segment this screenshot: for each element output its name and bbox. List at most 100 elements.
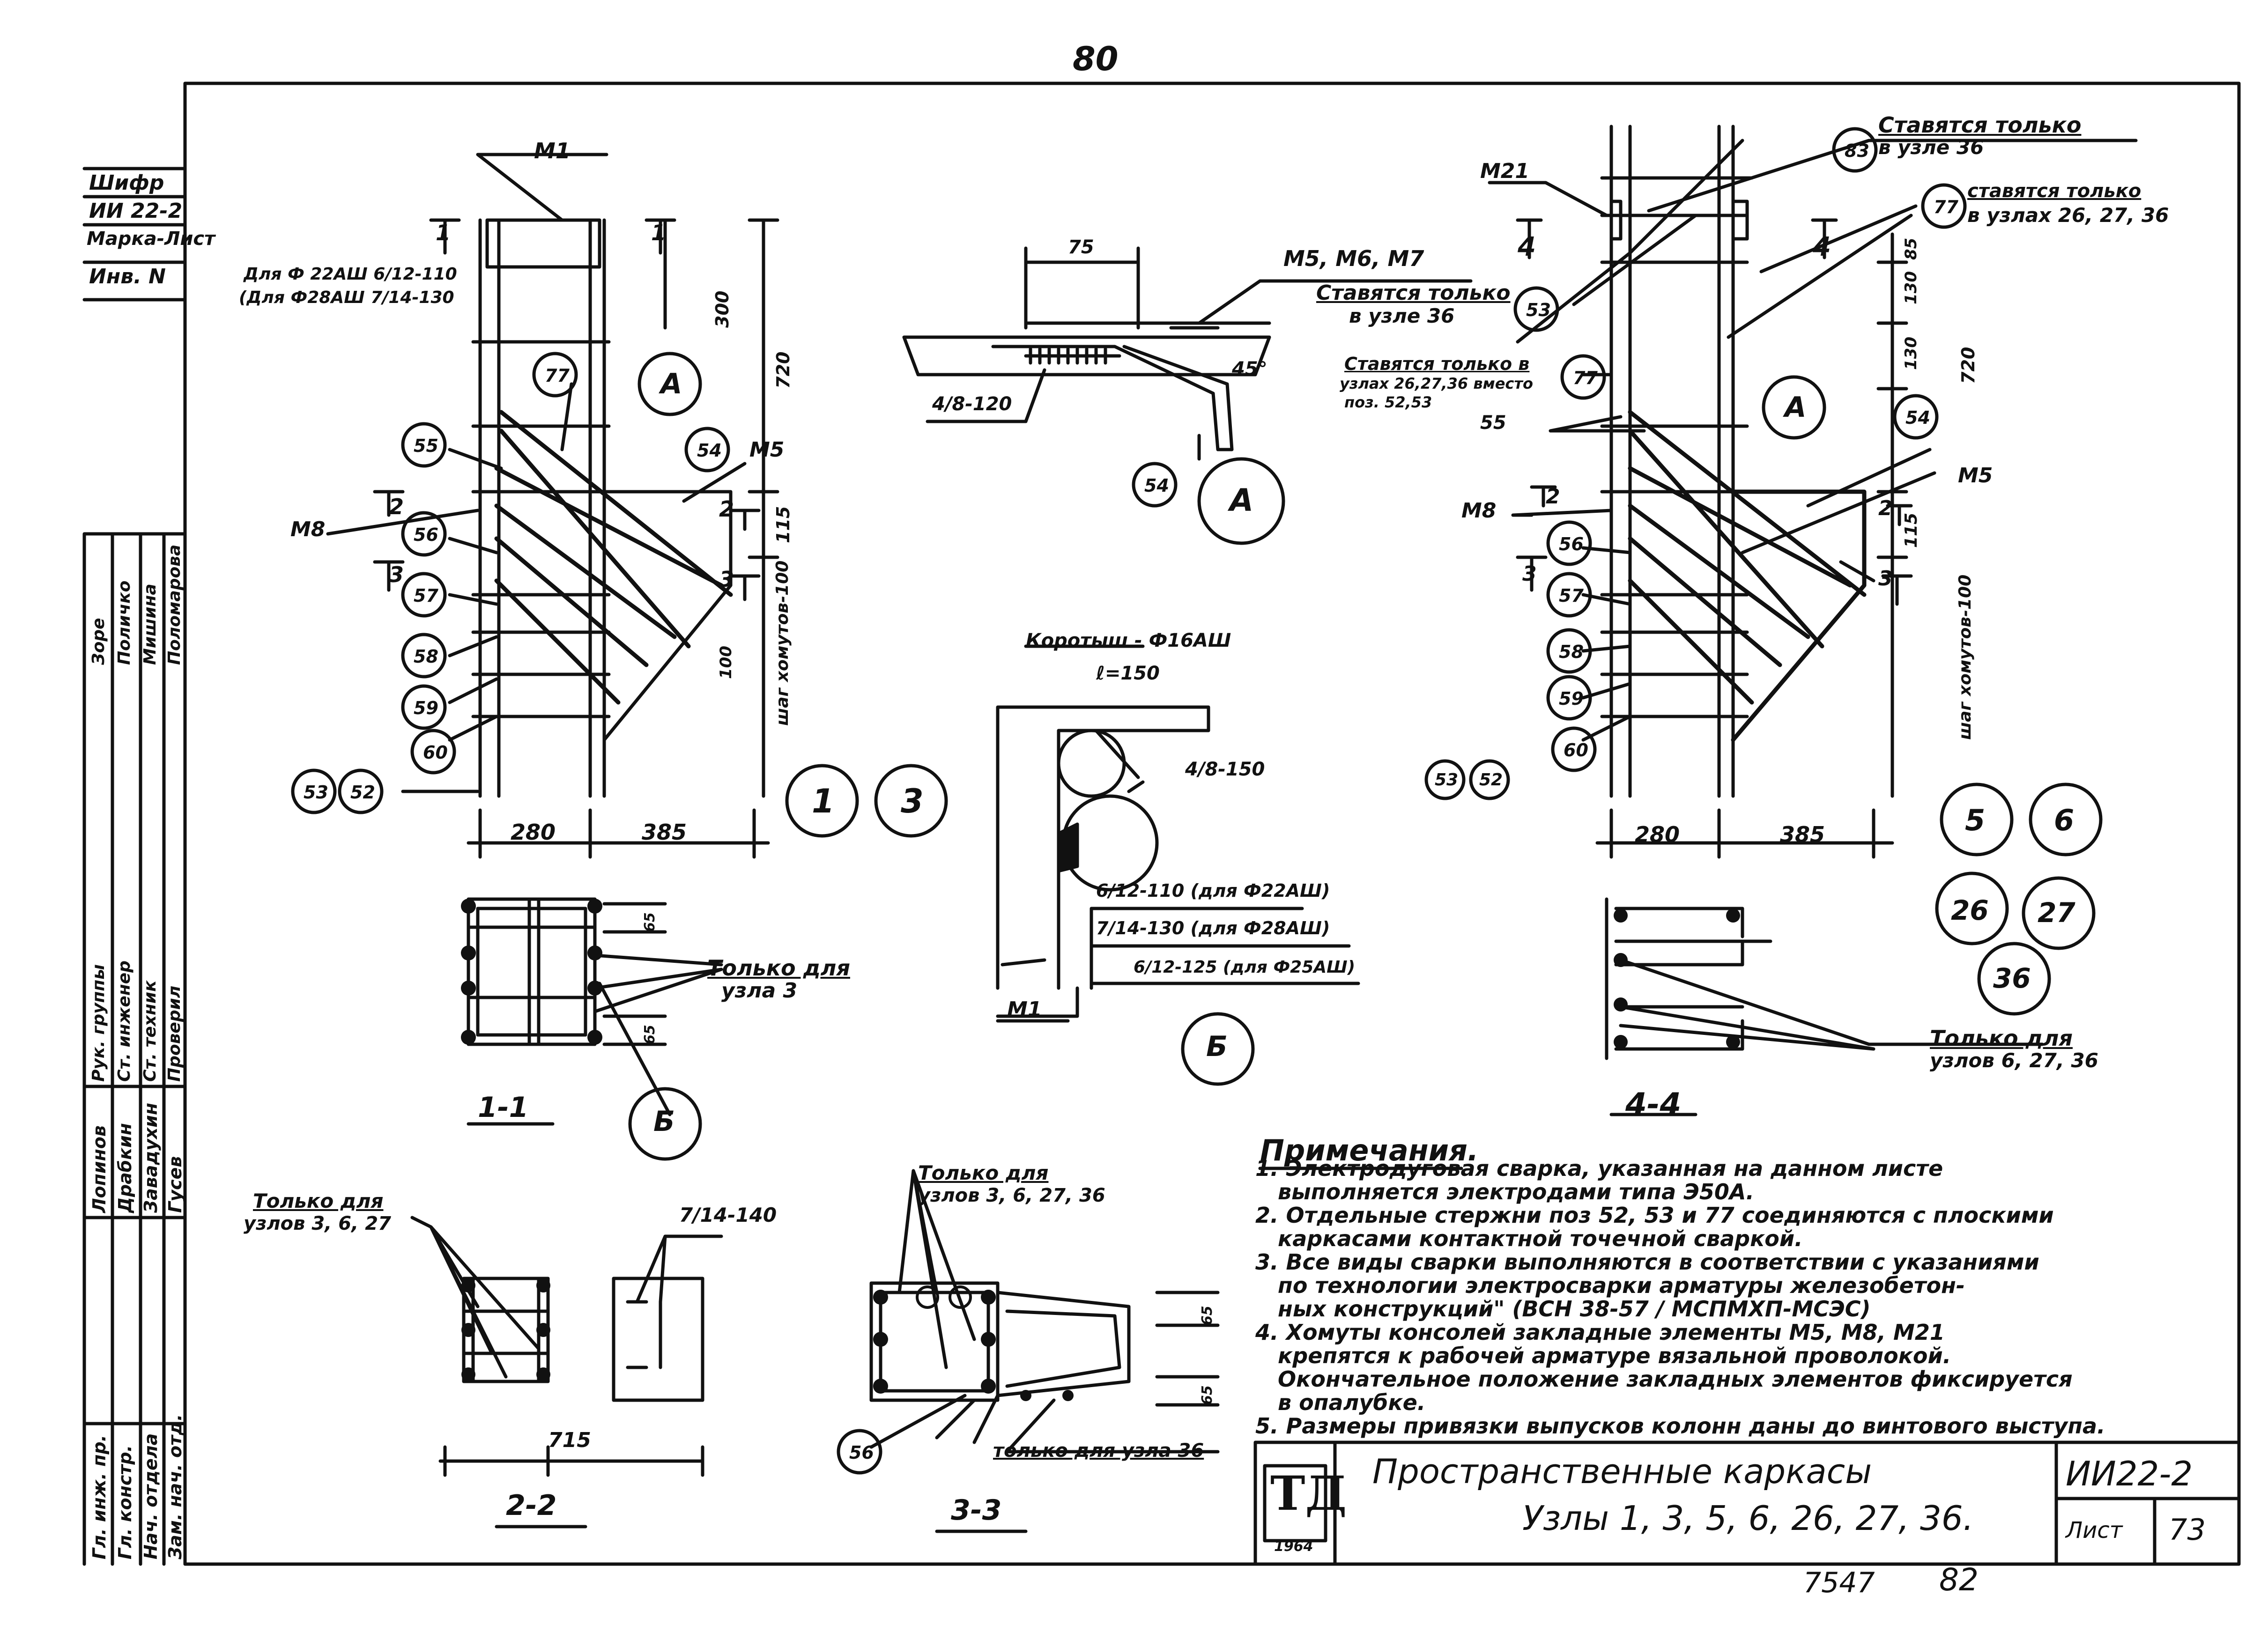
title-sheet-label: Лист xyxy=(2066,1517,2123,1543)
detail-a-angle: 45° xyxy=(1232,358,1267,380)
note-line: каркасами контактной точечной сваркой. xyxy=(1255,1226,1803,1251)
stamp-inv-no: Инв. N xyxy=(89,265,166,288)
stamp-name-2: Драбкин xyxy=(115,1123,135,1213)
note-line: 1. Электродуговая сварка, указанная на д… xyxy=(1255,1156,1943,1181)
section-2-2-bars xyxy=(461,1278,550,1381)
left-stamp-frame xyxy=(82,167,187,1566)
right-instead-2: узлах 26,27,36 вместо xyxy=(1340,375,1533,392)
right-pos-77-top: 77 xyxy=(1934,197,1958,217)
s44-note-1: Только для xyxy=(1930,1026,2073,1051)
right-dim-85: 85 xyxy=(1902,237,1920,260)
right-pos-52: 52 xyxy=(1479,770,1503,790)
stamp-role-2: Гл. констр. xyxy=(115,1445,135,1559)
stamp-name2-2: Поличко xyxy=(115,580,134,665)
stamp-name-3: Завадухин xyxy=(141,1102,161,1213)
logo-frame xyxy=(1263,1464,1327,1543)
s11-title: 1-1 xyxy=(478,1091,529,1124)
page-number-top: 80 xyxy=(1073,40,1119,78)
notes-list: 1. Электродуговая сварка, указанная на д… xyxy=(1255,1157,2234,1438)
right-pos-54: 54 xyxy=(1905,407,1930,428)
right-pos-83: 83 xyxy=(1845,140,1869,161)
left-pos-60: 60 xyxy=(423,742,448,763)
note-line: 3. Все виды сварки выполняются в соответ… xyxy=(1255,1249,2039,1275)
left-m1-label: М1 xyxy=(534,138,571,163)
section-2-2-drawing xyxy=(410,1216,723,1529)
left-section-1a: 1 xyxy=(436,220,451,245)
left-dim-115: 115 xyxy=(773,506,793,543)
right-pos-58: 58 xyxy=(1559,642,1584,662)
right-only-53-b: в узле 36 xyxy=(1349,304,1455,327)
left-dim-shag: шаг хомутов-100 xyxy=(773,560,792,726)
title-code: ИИ22-2 xyxy=(2066,1454,2193,1493)
stamp-name-4: Гусев xyxy=(165,1156,185,1213)
stamp-role2-1: Рук. группы xyxy=(89,964,108,1082)
note-line: крепятся к рабочей арматуре вязальной пр… xyxy=(1255,1343,1951,1368)
s22-note-1: Только для xyxy=(253,1189,384,1212)
left-section-2a: 2 xyxy=(389,494,404,519)
right-node-27: 27 xyxy=(2038,897,2075,929)
right-only-53-a: Ставятся только xyxy=(1316,281,1511,305)
left-dim-100: 100 xyxy=(717,646,735,679)
right-node-36: 36 xyxy=(1993,962,2031,994)
right-dim-shag: шаг хомутов-100 xyxy=(1956,574,1975,740)
left-pos-52: 52 xyxy=(350,782,375,803)
detail-b-weld-1: 4/8-150 xyxy=(1185,759,1265,780)
left-dim-300: 300 xyxy=(712,290,733,328)
note-line: Окончательное положение закладных элемен… xyxy=(1255,1366,2073,1392)
right-section-3b: 3 xyxy=(1878,567,1893,591)
right-node-6: 6 xyxy=(2054,803,2075,837)
note-line: ных конструкций" (ВСН 38-57 / МСПМХП-МСЭ… xyxy=(1255,1296,1871,1322)
s11-note-1: Только для xyxy=(707,955,850,981)
s33-dim-2: 65 xyxy=(1199,1385,1216,1405)
right-dim-720: 720 xyxy=(1958,347,1979,384)
right-only-26-b: в узлах 26, 27, 36 xyxy=(1967,204,2169,227)
s11-node: Б xyxy=(653,1105,675,1138)
section-3-3-bars xyxy=(873,1290,1074,1401)
stamp-name2-3: Мишина xyxy=(141,583,160,665)
right-section-2b: 2 xyxy=(1878,496,1893,520)
detail-b-m1: М1 xyxy=(1007,997,1042,1021)
right-dim-115: 115 xyxy=(1902,512,1921,548)
left-weld-note-1: Для Ф 22АШ 6/12-110 xyxy=(244,265,457,284)
section-4-4-bars xyxy=(1614,908,1740,1049)
left-pos-58: 58 xyxy=(414,646,438,667)
detail-b-len: ℓ=150 xyxy=(1096,663,1160,684)
right-instead-3: поз. 52,53 xyxy=(1344,393,1432,411)
stamp-role2-2: Ст. инженер xyxy=(115,960,134,1082)
right-pos-55: 55 xyxy=(1480,412,1506,434)
left-node-1: 1 xyxy=(812,782,835,820)
right-pos-77: 77 xyxy=(1573,368,1598,388)
left-section-3b: 3 xyxy=(719,567,734,592)
left-pos-53: 53 xyxy=(304,782,328,803)
stamp-role-3: Нач. отдела xyxy=(141,1433,161,1559)
section-1-1-drawing xyxy=(467,897,723,1161)
detail-a-weld: 4/8-120 xyxy=(932,393,1012,415)
right-instead-1: Ставятся только в xyxy=(1344,354,1530,374)
right-only-26-a: ставятся только xyxy=(1967,180,2142,202)
title-main: Пространственные каркасы xyxy=(1372,1452,1872,1491)
note-line: по технологии электросварки арматуры жел… xyxy=(1255,1273,1965,1298)
left-pos-59: 59 xyxy=(414,698,438,718)
title-year: 1964 xyxy=(1274,1538,1313,1555)
left-node-a: А xyxy=(660,368,682,400)
s11-dim-1: 65 xyxy=(642,912,658,932)
right-section-2a: 2 xyxy=(1546,485,1560,509)
s44-note-2: узлов 6, 27, 36 xyxy=(1930,1049,2098,1072)
right-pos-59: 59 xyxy=(1559,688,1584,709)
right-only-36-b: в узле 36 xyxy=(1878,136,1984,159)
right-pos-60: 60 xyxy=(1564,740,1588,761)
left-dim-720: 720 xyxy=(773,351,793,389)
s22-weld: 7/14-140 xyxy=(679,1204,777,1226)
left-weld-note-2: (Для Ф28АШ 7/14-130 xyxy=(239,288,454,307)
detail-b-drawing xyxy=(996,644,1360,1086)
s22-title: 2-2 xyxy=(506,1489,557,1522)
left-cage-detail xyxy=(291,153,948,859)
s33-note-3: только для узла 36 xyxy=(993,1440,1204,1462)
note-line: выполняется электродами типа Э50А. xyxy=(1255,1179,1755,1204)
note-line: 5. Размеры привязки выпусков колонн даны… xyxy=(1255,1413,2105,1439)
section-3-3-open-bars xyxy=(916,1285,972,1309)
detail-b-korotysh: Коротыш - Ф16АШ xyxy=(1026,630,1231,651)
s44-title: 4-4 xyxy=(1625,1086,1682,1122)
right-pos-56: 56 xyxy=(1559,534,1584,554)
right-node-5: 5 xyxy=(1965,803,1986,837)
